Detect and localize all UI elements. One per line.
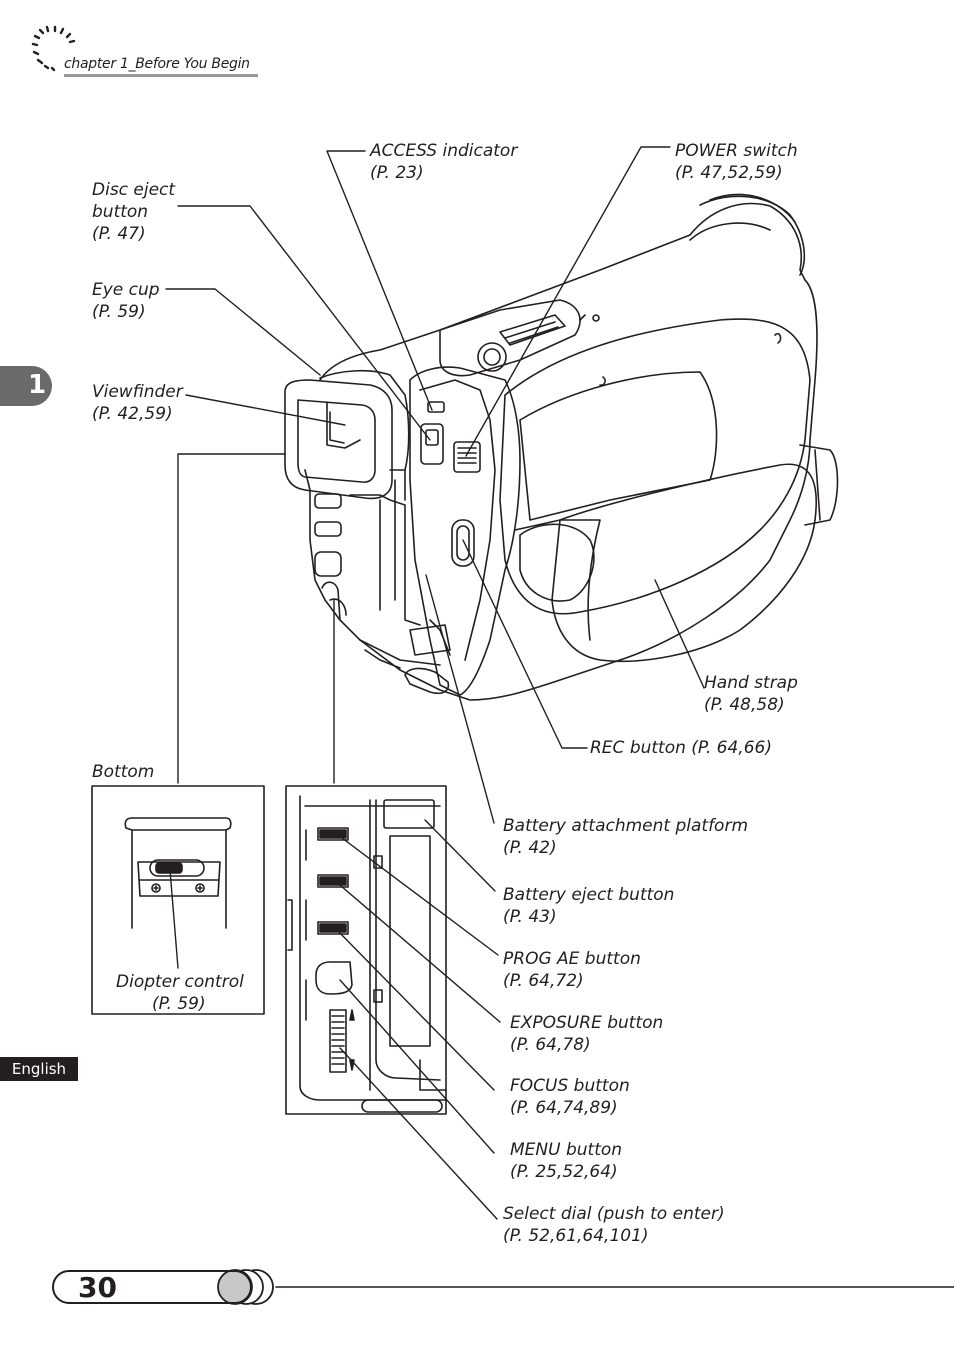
bottom-detail-box	[91, 785, 265, 1015]
label-viewfinder: Viewfinder (P. 42,59)	[92, 381, 183, 425]
label-battery-attachment-platform: Battery attachment platform (P. 42)	[503, 815, 748, 859]
label-title: Diopter control	[116, 972, 244, 992]
label-title: Select dial (push to enter)	[503, 1204, 725, 1224]
label-access-indicator: ACCESS indicator (P. 23)	[370, 140, 517, 184]
label-rec-button: REC button (P. 64,66)	[590, 738, 772, 758]
label-title: Hand strap	[704, 673, 798, 693]
label-title: EXPOSURE button	[510, 1013, 664, 1033]
label-page-ref: (P. 47,52,59)	[675, 163, 783, 183]
label-title: ACCESS indicator	[370, 141, 518, 161]
label-focus-button: FOCUS button (P. 64,74,89)	[510, 1075, 630, 1119]
label-page-ref: (P. 64,74,89)	[510, 1098, 618, 1118]
language-tab: English	[0, 1057, 78, 1081]
label-page-ref: (P. 64,72)	[503, 971, 584, 991]
label-page-ref: (P. 59)	[152, 994, 206, 1014]
label-title: Eye cup	[92, 280, 160, 300]
label-title: MENU button	[510, 1140, 623, 1160]
label-disc-eject-button: Disc eject button (P. 47)	[92, 179, 175, 245]
label-page-ref: (P. 43)	[503, 907, 557, 927]
chapter-underline	[64, 74, 258, 77]
label-hand-strap: Hand strap (P. 48,58)	[704, 672, 798, 716]
camcorder-body	[284, 193, 839, 701]
chapter-heading: chapter 1_Before You Begin	[64, 56, 250, 72]
label-battery-eject-button: Battery eject button (P. 43)	[503, 884, 674, 928]
label-title: POWER switch	[675, 141, 798, 161]
page-footer-decoration	[217, 1269, 954, 1305]
label-select-dial: Select dial (push to enter) (P. 52,61,64…	[503, 1203, 725, 1247]
label-page-ref: (P. 23)	[370, 163, 424, 183]
label-title: FOCUS button	[510, 1076, 630, 1096]
label-page-ref: (P. 64,78)	[510, 1035, 591, 1055]
label-page-ref: (P. 25,52,64)	[510, 1162, 618, 1182]
label-page-ref: (P. 47)	[92, 224, 146, 244]
label-menu-button: MENU button (P. 25,52,64)	[510, 1139, 622, 1183]
label-title-line2: button	[92, 202, 149, 222]
chapter-tab-number: 1	[28, 370, 47, 400]
page-number-box: 30	[52, 1270, 252, 1304]
page-number: 30	[78, 1271, 117, 1304]
label-exposure-button: EXPOSURE button (P. 64,78)	[510, 1012, 663, 1056]
label-title: PROG AE button	[503, 949, 641, 969]
label-title: Battery eject button	[503, 885, 675, 905]
chapter-spinner-icon	[31, 25, 76, 72]
label-page-ref: (P. 48,58)	[704, 695, 785, 715]
label-page-ref: (P. 52,61,64,101)	[503, 1226, 649, 1246]
label-eye-cup: Eye cup (P. 59)	[92, 279, 160, 323]
label-bottom: Bottom	[92, 762, 155, 782]
chapter-side-tab: 1	[0, 366, 52, 406]
label-title: Battery attachment platform	[503, 816, 749, 836]
label-power-switch: POWER switch (P. 47,52,59)	[675, 140, 798, 184]
label-prog-ae-button: PROG AE button (P. 64,72)	[503, 948, 641, 992]
label-title: Disc eject	[92, 180, 176, 200]
label-title: Viewfinder	[92, 382, 183, 402]
leader-lines	[165, 146, 705, 1220]
label-diopter-control: Diopter control (P. 59)	[116, 971, 244, 1015]
label-page-ref: (P. 42)	[503, 838, 557, 858]
rear-detail-box	[285, 785, 447, 1115]
label-page-ref: (P. 42,59)	[92, 404, 173, 424]
label-page-ref: (P. 59)	[92, 302, 146, 322]
